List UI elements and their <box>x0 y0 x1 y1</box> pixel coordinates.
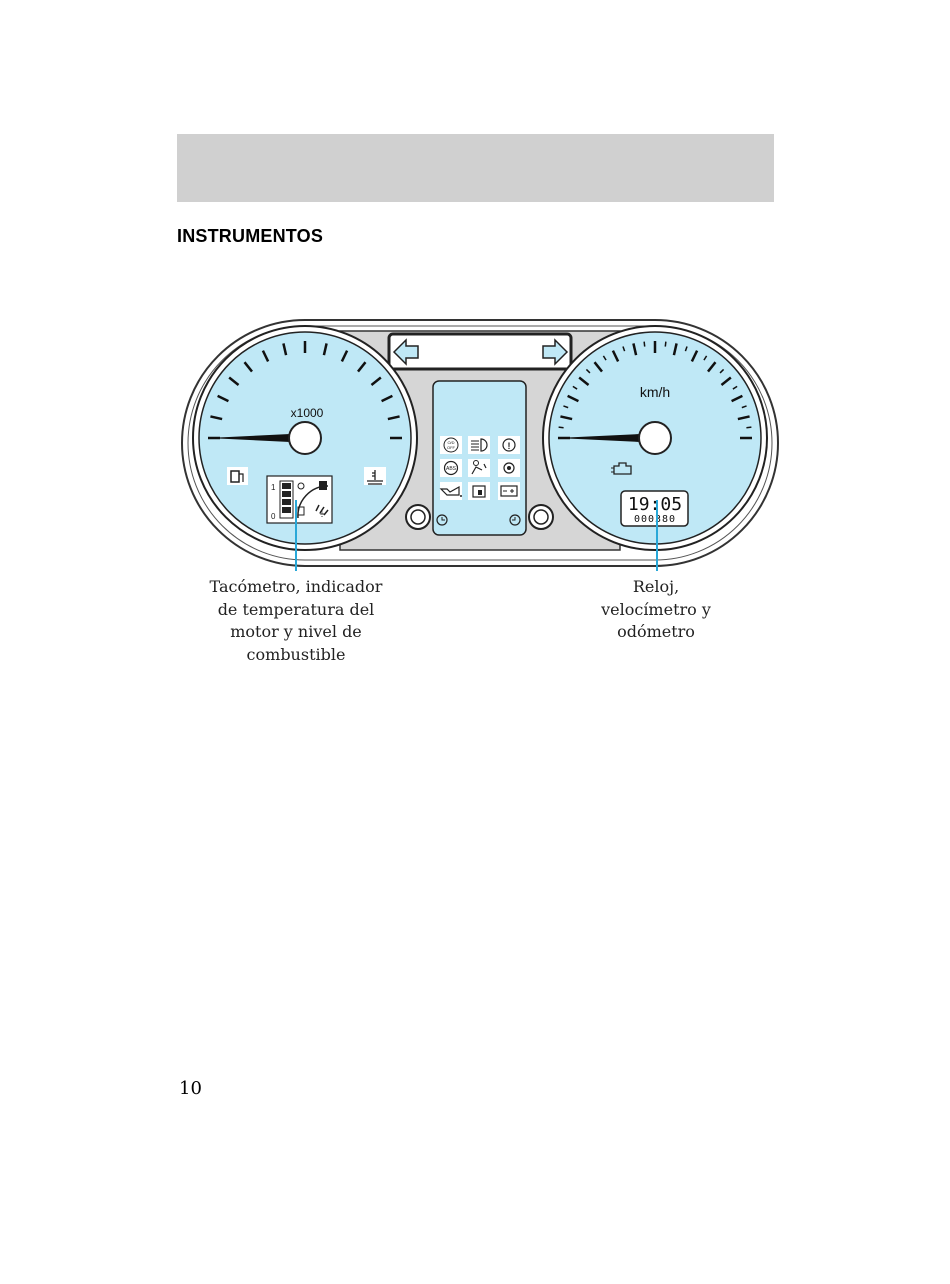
tachometer-label: x1000 <box>291 406 324 420</box>
page-number: 10 <box>179 1078 202 1099</box>
high-beam-icon <box>468 436 490 454</box>
section-title: INSTRUMENTOS <box>177 226 323 247</box>
fuel-scale-full: 1 <box>271 483 276 492</box>
brake-warning-icon: ! <box>498 436 520 454</box>
gauge-tick <box>559 427 564 428</box>
gauge-tick <box>644 342 645 347</box>
tachometer-hub <box>289 422 321 454</box>
fuel-temp-gauge: ⏚ <box>267 476 332 523</box>
odometer-display: 000380 <box>634 514 676 525</box>
clock-display: 19:05 <box>628 494 682 515</box>
oil-pressure-icon <box>440 482 462 500</box>
abs-icon: ABS <box>440 459 462 477</box>
header-bar <box>177 134 774 202</box>
svg-text:⏚: ⏚ <box>318 509 326 518</box>
door-ajar-icon <box>468 482 490 500</box>
fuel-pump-icon <box>227 467 248 485</box>
svg-text:OFF: OFF <box>447 445 456 450</box>
left-knob <box>406 505 430 529</box>
callout-right-caption: Reloj, velocímetro y odómetro <box>576 576 736 644</box>
speedometer-hub <box>639 422 671 454</box>
check-engine-icon <box>610 460 636 478</box>
coolant-temperature-icon <box>364 467 386 485</box>
callout-left-caption: Tacómetro, indicador de temperatura del … <box>196 576 396 666</box>
speedometer-label: km/h <box>640 384 670 400</box>
warning-light-panel <box>433 381 526 535</box>
svg-text:!: ! <box>508 441 511 451</box>
instrument-cluster-diagram: O/D OFF ! ABS <box>180 315 780 575</box>
od-off-icon: O/D OFF <box>440 436 462 454</box>
airbag-icon <box>468 459 490 477</box>
right-knob <box>529 505 553 529</box>
battery-icon <box>498 482 520 500</box>
gauge-tick <box>746 427 751 428</box>
svg-text:ABS: ABS <box>446 466 457 472</box>
fuel-scale-empty: 0 <box>271 512 276 521</box>
glow-plug-icon <box>498 459 520 477</box>
gauge-tick <box>665 342 666 347</box>
